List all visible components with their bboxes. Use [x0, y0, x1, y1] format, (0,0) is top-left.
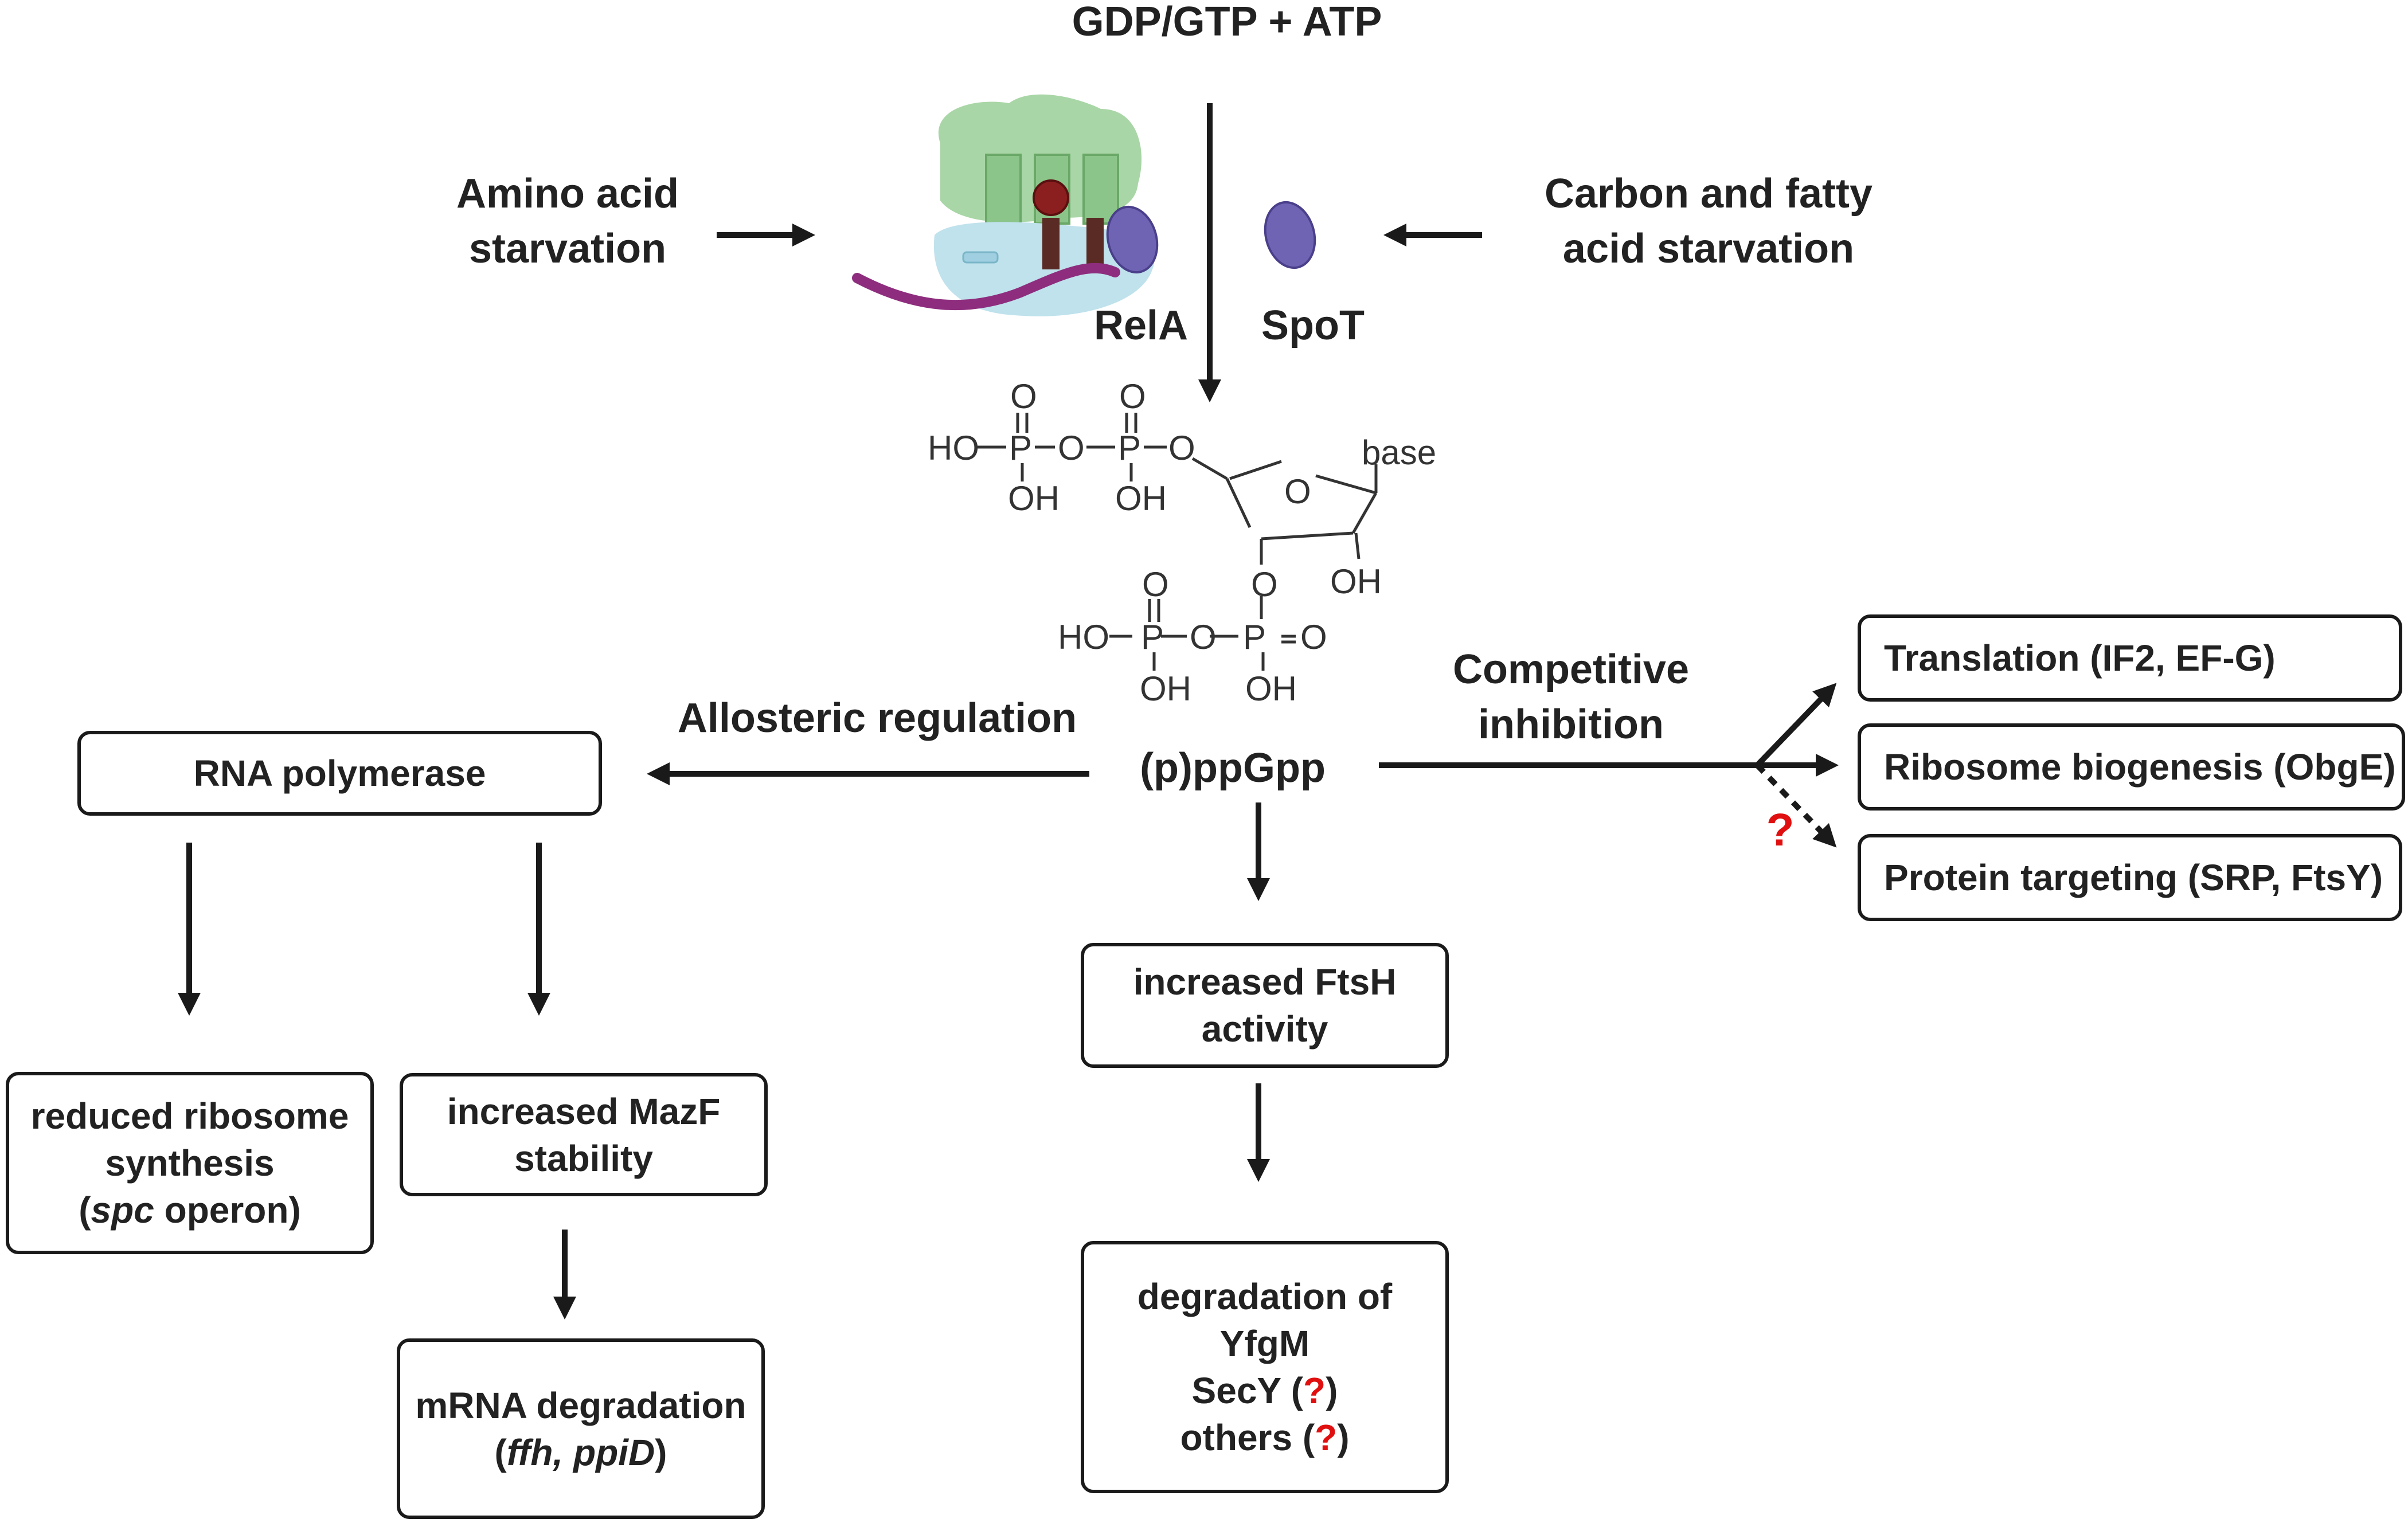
degr-line-2: YfgM	[1219, 1323, 1310, 1364]
arrow-to-translation	[1755, 683, 1837, 768]
protein-targeting-text: Protein targeting (SRP, FtsY)	[1884, 857, 2383, 898]
arrow-to-targeting-dashed	[1755, 763, 1837, 848]
chem-p3: P	[1141, 618, 1164, 656]
increased-mazf-stability-box: increased MazF stability	[400, 1073, 768, 1196]
chem-oh-top1: OH	[1008, 479, 1060, 518]
ffh-ppid-italic: ffh, ppiD	[506, 1431, 655, 1473]
substrate-title: GDP/GTP + ATP	[1072, 0, 1382, 45]
ribosome-biogenesis-text: Ribosome biogenesis (ObgE)	[1884, 746, 2396, 788]
translation-text: Translation (IF2, EF-G)	[1884, 637, 2276, 679]
amino-line-1: Amino acid	[456, 171, 679, 217]
mrna-degradation-box: mRNA degradation (ffh, ppiD)	[397, 1338, 765, 1519]
chem-o1: O	[1058, 429, 1085, 467]
trna-head	[1033, 179, 1069, 216]
reduced-line-2: synthesis	[105, 1142, 275, 1184]
competitive-inhibition-label: Competitive inhibition	[1410, 642, 1731, 752]
trna-stem-1	[1042, 218, 1060, 269]
allosteric-regulation-label: Allosteric regulation	[677, 695, 1077, 741]
chem-oh-bot2: OH	[1245, 670, 1297, 708]
rna-polymerase-box: RNA polymerase	[77, 731, 602, 816]
competitive-line-2: inhibition	[1478, 702, 1664, 747]
chem-base: base	[1362, 433, 1436, 472]
mazf-line-1: increased MazF	[447, 1090, 721, 1132]
ftsh-line-1: increased FtsH	[1133, 961, 1397, 1003]
chem-ring-o: O	[1284, 472, 1311, 511]
mrna-strand	[852, 263, 1120, 311]
protein-targeting-box: Protein targeting (SRP, FtsY)	[1858, 834, 2402, 921]
competitive-line-1: Competitive	[1452, 647, 1690, 692]
spot-label: SpoT	[1261, 303, 1365, 349]
chem-o2: O	[1168, 429, 1195, 467]
spc-italic: spc	[91, 1189, 154, 1231]
degr-line-4: others (?)	[1180, 1417, 1350, 1458]
trna-site-3	[1082, 154, 1119, 225]
mrna-line-1: mRNA degradation	[415, 1384, 746, 1426]
ppgpp-structure-text: HO P O P O O O OH OH O base OH O HO P O …	[928, 377, 1436, 708]
chem-oh-top2: OH	[1115, 479, 1167, 518]
ppgpp-structure	[978, 413, 1378, 671]
chem-p4: P	[1243, 618, 1266, 656]
chem-o-top2: O	[1119, 377, 1146, 416]
carbon-line-1: Carbon and fatty	[1544, 171, 1873, 217]
chem-o3: O	[1190, 618, 1217, 656]
ppgpp-product-label: (p)ppGpp	[1140, 745, 1326, 791]
degr-line-3: SecY (?)	[1191, 1370, 1338, 1411]
degr-line-1: degradation of	[1137, 1276, 1393, 1317]
others-question-mark: ?	[1315, 1417, 1338, 1458]
ftsh-line-2: activity	[1201, 1008, 1328, 1050]
mazf-line-2: stability	[514, 1137, 653, 1179]
carbon-line-2: acid starvation	[1562, 226, 1855, 272]
reduced-line-1: reduced ribosome	[30, 1095, 349, 1137]
trna-stem-2	[1086, 218, 1104, 269]
reduced-ribosome-synthesis-box: reduced ribosome synthesis (spc operon)	[6, 1072, 374, 1254]
rela-enzyme	[1106, 205, 1159, 274]
translation-box: Translation (IF2, EF-G)	[1858, 614, 2402, 702]
chem-o-top1: O	[1010, 377, 1037, 416]
chem-ho-top: HO	[928, 429, 979, 467]
chem-p2: P	[1118, 429, 1141, 467]
reduced-line-3: (spc operon)	[79, 1189, 301, 1231]
rela-label: RelA	[1093, 303, 1189, 349]
carbon-starvation-label: Carbon and fatty acid starvation	[1502, 166, 1915, 276]
spot-enzyme	[1264, 201, 1316, 269]
ribosome-biogenesis-box: Ribosome biogenesis (ObgE)	[1858, 723, 2405, 811]
chem-oh-ring: OH	[1330, 562, 1382, 601]
chem-o4: O	[1300, 618, 1327, 656]
chem-p1: P	[1009, 429, 1032, 467]
chem-oh-bot1: OH	[1140, 670, 1191, 708]
unknown-question-mark: ?	[1766, 804, 1795, 855]
amino-line-2: starvation	[468, 226, 667, 272]
ribosome-illustration	[852, 94, 1155, 316]
increased-ftsh-activity-box: increased FtsH activity	[1081, 943, 1449, 1068]
chem-o-top3: O	[1142, 565, 1169, 604]
trna-site-1	[985, 154, 1022, 225]
secy-question-mark: ?	[1303, 1370, 1326, 1411]
degradation-box: degradation of YfgM SecY (?) others (?)	[1081, 1241, 1449, 1493]
chem-ho-bottom: HO	[1058, 618, 1109, 656]
chem-o-bridge: O	[1251, 565, 1278, 604]
mrna-line-2: (ffh, ppiD)	[494, 1431, 667, 1473]
amino-acid-starvation-label: Amino acid starvation	[401, 166, 734, 276]
rna-polymerase-text: RNA polymerase	[193, 753, 486, 794]
